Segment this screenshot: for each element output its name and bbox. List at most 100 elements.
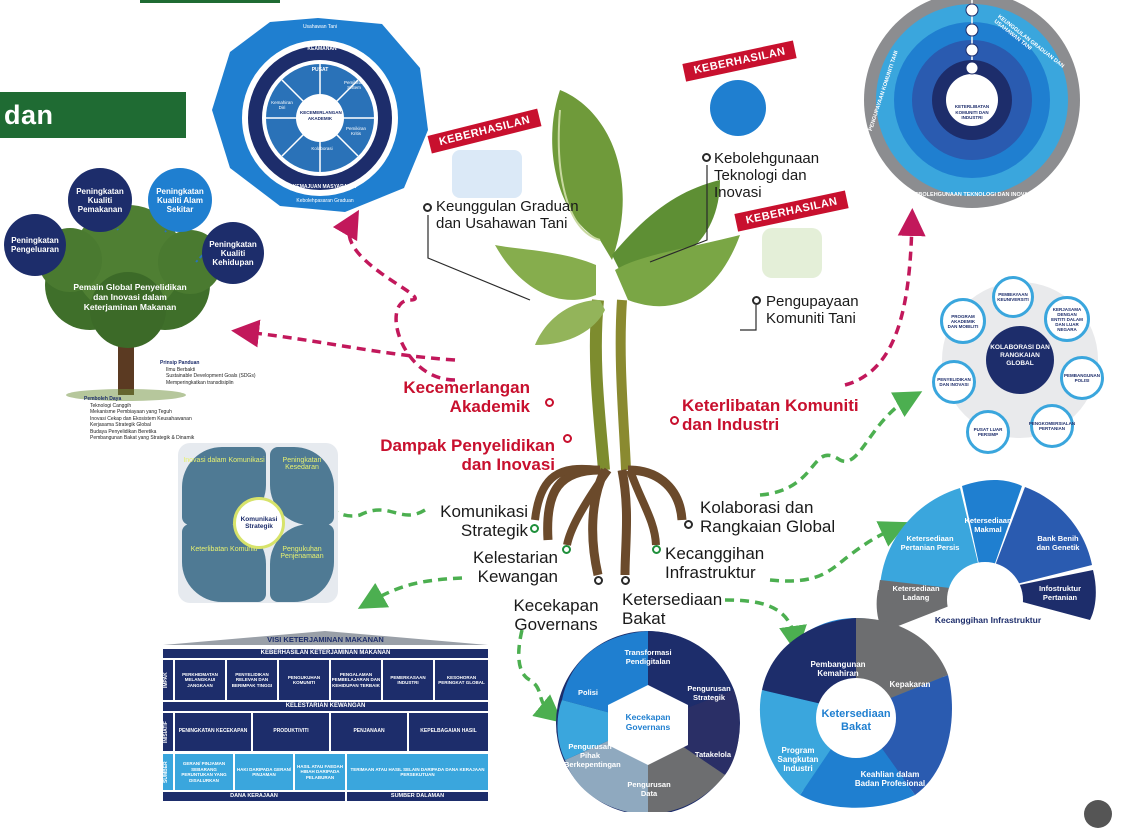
outcome-bubble-pengeluaran: Peningkatan Pengeluaran <box>4 214 66 276</box>
stem-dot <box>670 416 679 425</box>
pillar-foot-right: SUMBER DALAMAN <box>347 792 488 801</box>
pemboleh-daya: Pemboleh Daya Teknologi Canggih Mekanism… <box>84 396 254 442</box>
impak-cell: PEMERKASAAN INDUSTRI <box>383 660 433 700</box>
impak-cell: PENGALAMAN PEMBELAJARAN DAN KEHIDUPAN TE… <box>331 660 381 700</box>
pillar-foot-left: DANA KERAJAAN <box>163 792 345 801</box>
prinsip-panduan: Prinsip Panduan Ilmu Berbakti Sustainabl… <box>160 360 310 386</box>
kolaborasi-node: PEMBANGUNAN POLISI <box>1060 356 1104 400</box>
arrow-kelestarian <box>357 576 463 609</box>
kecekapan-segment: Pengurusan Pihak Berkepentingan <box>564 742 621 769</box>
root-dot <box>684 520 693 529</box>
tree-caption: Pemain Global Penyelidikan dan Inovasi d… <box>73 282 187 312</box>
sumber-cell: HASIL ATAU FAEDAH HIBAH DARIPADA PELABUR… <box>295 754 345 790</box>
pemboleh-item: Teknologi Canggih <box>90 402 132 409</box>
leaf-dot <box>702 153 711 162</box>
akademik-inner-label: Kolaborasi <box>311 146 333 151</box>
pemboleh-title: Pemboleh Daya <box>84 396 122 402</box>
kolaborasi-node: PEMBIAYAAN KEUNIVERSITI <box>992 276 1034 318</box>
kolaborasi-node: PROGRAM AKADEMIK DAN MOBILITI <box>940 298 986 344</box>
prinsip-item: Sustainable Development Goals (SDGs) <box>166 373 256 379</box>
arrow-komunikasi <box>298 491 426 520</box>
arrow-akademik-to-wheel <box>332 209 456 382</box>
page-corner-marker <box>1084 800 1112 828</box>
akademik-ring-label: KEMAJUAN MASYARAKAT <box>292 184 358 190</box>
kecekapan-segment: Polisi <box>577 688 598 697</box>
root-dot <box>621 576 630 585</box>
kolaborasi-node: KERJASAMA DENGAN ENTITI DALAM DAN LUAR N… <box>1044 296 1090 342</box>
kecekapan-segment: Transformasi Pendigitalan <box>624 648 672 666</box>
leaf-label-pengupayaan: Pengupayaan Komuniti Tani <box>766 293 859 327</box>
arrow-bakat <box>724 598 807 654</box>
arrow-kecekapan <box>517 629 563 723</box>
root-dot <box>562 545 571 554</box>
stem-label-akademik: Kecemerlangan Akademik <box>403 378 530 416</box>
leaf-label-kebolehgunaan: Kebolehgunaan Teknologi dan Inovasi <box>714 150 820 201</box>
pemboleh-item: Mekanisme Pembiayaan yang Teguh <box>90 409 172 415</box>
arrow-komuniti-to-wheel <box>844 208 926 387</box>
inisiatif-cell: PRODUKTIVITI <box>253 713 329 751</box>
pillar-sumber-label: SUMBER <box>163 754 173 790</box>
stem-dot <box>563 434 572 443</box>
infra-segment: Infostruktur Pertanian <box>1038 584 1082 602</box>
pillar-band-2: KELESTARIAN KEWANGAN <box>163 702 488 711</box>
kecekapan-center: Kecekapan Governans <box>625 712 671 732</box>
bakat-segment: Kepakaran <box>889 680 931 689</box>
akademik-outer-label: Usahawan Tani <box>302 24 338 30</box>
impak-cell: PENGUKUHAN KOMUNITI <box>279 660 329 700</box>
root-label-kecanggihan: Kecanggihan Infrastruktur <box>665 544 765 582</box>
bakat-segment: Keahlian dalam Badan Profesional <box>854 770 926 788</box>
prinsip-item: Ilmu Berbakti <box>166 366 196 373</box>
leaf-dot <box>752 296 761 305</box>
page-title: dan Komponen <box>0 92 186 176</box>
global-tree <box>38 205 222 401</box>
bulb-rocket-icon <box>710 80 766 136</box>
arrow-infra <box>769 521 908 583</box>
sumber-cell: GERAN/ PINJAMAN SEBARANG PERUNTUKAN YANG… <box>175 754 233 790</box>
sumber-cell: TERIMAAN ATAU HASIL SELAIN DARIPADA DANA… <box>347 754 488 790</box>
teknologi-wheel-center: KETERLIBATAN KOMUNITI DAN INDUSTRI <box>954 104 990 120</box>
outcome-bubble-alam-sekitar: Peningkatan Kualiti Alam Sekitar <box>148 168 212 232</box>
bakat-center: Ketersediaan Bakat <box>821 708 891 733</box>
pemboleh-item: Kerjasama Strategik Global <box>90 422 151 428</box>
kecekapan-segment: Pengurusan Data <box>627 780 671 798</box>
inisiatif-cell: PENINGKATAN KECEKAPAN <box>175 713 251 751</box>
kecekapan-segment: Pengurusan Strategik <box>687 684 731 702</box>
prinsip-title: Prinsip Panduan <box>160 360 200 366</box>
outcome-bubble-kehidupan: Peningkatan Kualiti Kehidupan <box>202 222 264 284</box>
bakat-segment: Program Sangkutan Industri <box>777 746 819 773</box>
plant-leaves <box>495 90 740 345</box>
pemboleh-item: Budaya Penyelidikan Beretika <box>90 428 157 435</box>
root-dot <box>652 545 661 554</box>
arrow-dampak-to-tree <box>231 319 456 362</box>
akademik-inner-label: PUSAT <box>311 67 329 73</box>
impak-cell: PENYELIDIKAN RELEVAN DAN BERIMPAK TINGGI <box>227 660 277 700</box>
komunikasi-center: Komunikasi Strategik <box>233 497 285 549</box>
pemboleh-item: Pembangunan Bakat yang Strategik & Dinam… <box>90 435 195 441</box>
plant-stem <box>531 299 687 577</box>
kecekapan-graphic <box>556 631 740 812</box>
infra-graphic <box>876 480 1096 638</box>
arrow-kolaborasi <box>759 391 923 497</box>
akademik-ring-label: KEAMANAN <box>307 46 337 52</box>
impak-cell: PERKHIDMATAN MELANGKAUI JANGKAAN <box>175 660 225 700</box>
impak-cell: KESOHORAN PERINGKAT GLOBAL <box>435 660 488 700</box>
pillar-table: VISI KETERJAMINAN MAKANAN KEBERHASILAN K… <box>163 631 488 801</box>
teknologi-outer-bottom: KEBOLEHGUNAAN TEKNOLOGI DAN INOVASI <box>910 192 1034 198</box>
root-label-kecekapan: Kecekapan Governans <box>513 596 599 634</box>
leaf-label-keunggulan: Keunggulan Graduan dan Usahawan Tani <box>436 198 579 232</box>
root-label-ketersediaan: Ketersediaan Bakat <box>622 590 723 628</box>
kecekapan-segment: Tatakelola <box>694 750 732 759</box>
infra-segment: Bank Benih dan Genetik <box>1036 534 1080 552</box>
root-dot <box>594 576 603 585</box>
top-rule <box>140 0 280 3</box>
infra-segment: Ketersediaan Makmal <box>964 516 1012 534</box>
farmer-illustration <box>452 150 522 198</box>
pemboleh-item: Inovasi Cekap dan Ekosistem Keusahawanan <box>90 415 192 422</box>
root-label-komunikasi: Komunikasi Strategik <box>440 502 528 540</box>
stem-dot <box>545 398 554 407</box>
root-label-kelestarian: Kelestarian Kewangan <box>472 548 558 586</box>
root-dot <box>530 524 539 533</box>
community-illustration <box>762 228 822 278</box>
akademik-inner-label: Kemahiran Diri <box>271 100 293 110</box>
root-label-kolaborasi: Kolaborasi dan Rangkaian Global <box>700 498 836 536</box>
